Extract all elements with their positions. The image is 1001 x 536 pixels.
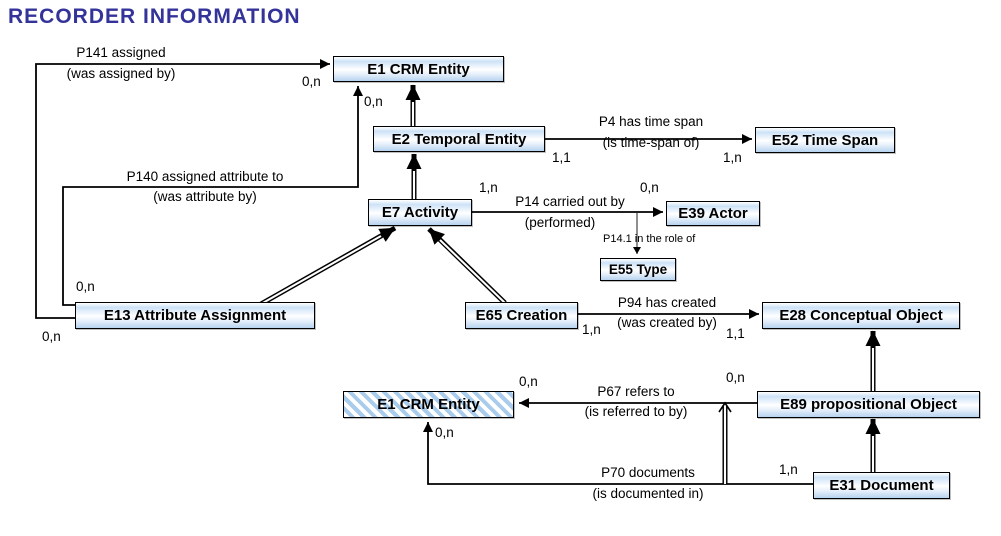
card-p141-domain: 0,n (42, 329, 61, 344)
card-p140-domain: 0,n (76, 279, 95, 294)
label-p94: P94 has created (617, 295, 717, 310)
card-p4-range: 1,n (723, 150, 742, 165)
label-p67-inverse: (is referred to by) (584, 404, 688, 419)
label-p141-inverse: (was assigned by) (66, 66, 176, 81)
card-p70-domain: 1,n (779, 462, 798, 477)
card-p141-range: 0,n (302, 74, 321, 89)
label-p4: P4 has time span (598, 114, 704, 129)
label-p14-1: P14.1 in the role of (603, 233, 696, 245)
arrow-p141 (35, 59, 330, 319)
label-p67: P67 refers to (597, 384, 675, 399)
node-e65-creation: E65 Creation (465, 302, 578, 329)
arrow-p70 (423, 422, 813, 485)
card-p4-domain: 1,1 (552, 150, 571, 165)
node-e55-type: E55 Type (600, 258, 676, 281)
arrow-p140 (62, 86, 363, 306)
label-p70: P70 documents (601, 465, 695, 480)
isa-e13-e7 (259, 225, 397, 307)
label-p14: P14 carried out by (515, 194, 625, 209)
node-e1-crm-entity-hatched: E1 CRM Entity (343, 391, 514, 418)
label-p70-inverse: (is documented in) (592, 486, 704, 501)
card-p94-domain: 1,n (582, 322, 601, 337)
isa-e65-e7 (427, 227, 507, 305)
card-p70-range: 0,n (435, 425, 454, 440)
node-e52-time-span: E52 Time Span (755, 127, 895, 153)
node-e7-activity: E7 Activity (368, 199, 472, 226)
node-e13-attribute-assignment: E13 Attribute Assignment (75, 302, 315, 329)
card-p14-range: 0,n (640, 180, 659, 195)
label-p14-inverse: (performed) (524, 215, 596, 230)
node-e28-conceptual-object: E28 Conceptual Object (762, 302, 960, 329)
card-p140-range: 0,n (364, 94, 383, 109)
card-p94-range: 1,1 (726, 326, 745, 341)
label-p140-inverse: (was attribute by) (153, 189, 257, 204)
card-p67-range: 0,n (519, 374, 538, 389)
label-p94-inverse: (was created by) (617, 315, 717, 330)
node-e89-propositional-object: E89 propositional Object (757, 391, 980, 418)
page-title: RECORDER INFORMATION (8, 5, 301, 28)
label-p140: P140 assigned attribute to (126, 169, 284, 184)
subproperty-arrow-p70-p67 (718, 401, 732, 484)
node-e31-document: E31 Document (813, 472, 950, 499)
node-e2-temporal-entity: E2 Temporal Entity (373, 126, 545, 152)
label-p4-inverse: (is time-span of) (602, 135, 700, 150)
node-e39-actor: E39 Actor (666, 201, 760, 226)
node-e1-crm-entity-top: E1 CRM Entity (333, 56, 504, 82)
card-p67-domain: 0,n (726, 370, 745, 385)
card-p14-domain: 1,n (479, 180, 498, 195)
label-p141: P141 assigned (76, 45, 166, 60)
